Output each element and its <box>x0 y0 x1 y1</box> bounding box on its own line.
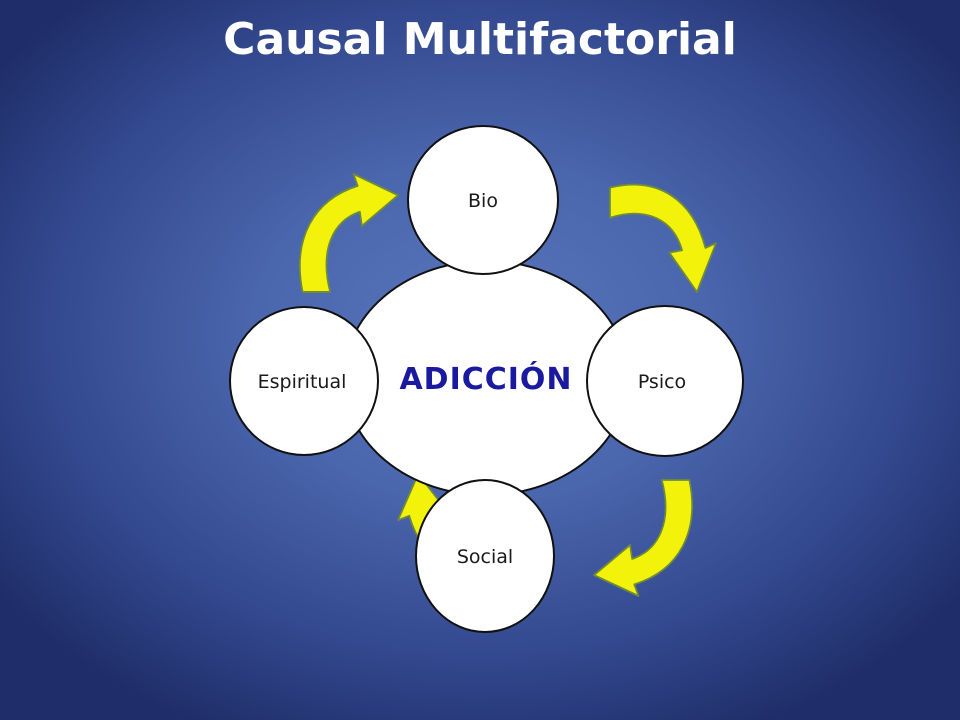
node-social-label: Social <box>457 546 513 568</box>
node-bio: Bio <box>407 125 559 275</box>
node-social: Social <box>415 479 555 633</box>
node-espiritual: Espiritual <box>229 306 379 456</box>
node-bio-label: Bio <box>468 190 498 212</box>
center-label: ADICCIÓN <box>399 360 572 397</box>
arrow-psico-to-social <box>593 479 694 597</box>
node-psico: Psico <box>586 305 744 457</box>
node-espiritual-label: Espiritual <box>258 371 347 393</box>
arrow-espiritual-to-bio <box>298 173 399 293</box>
node-psico-label: Psico <box>638 371 686 393</box>
arrow-bio-to-psico <box>609 183 717 293</box>
page-title: Causal Multifactorial <box>223 14 737 65</box>
